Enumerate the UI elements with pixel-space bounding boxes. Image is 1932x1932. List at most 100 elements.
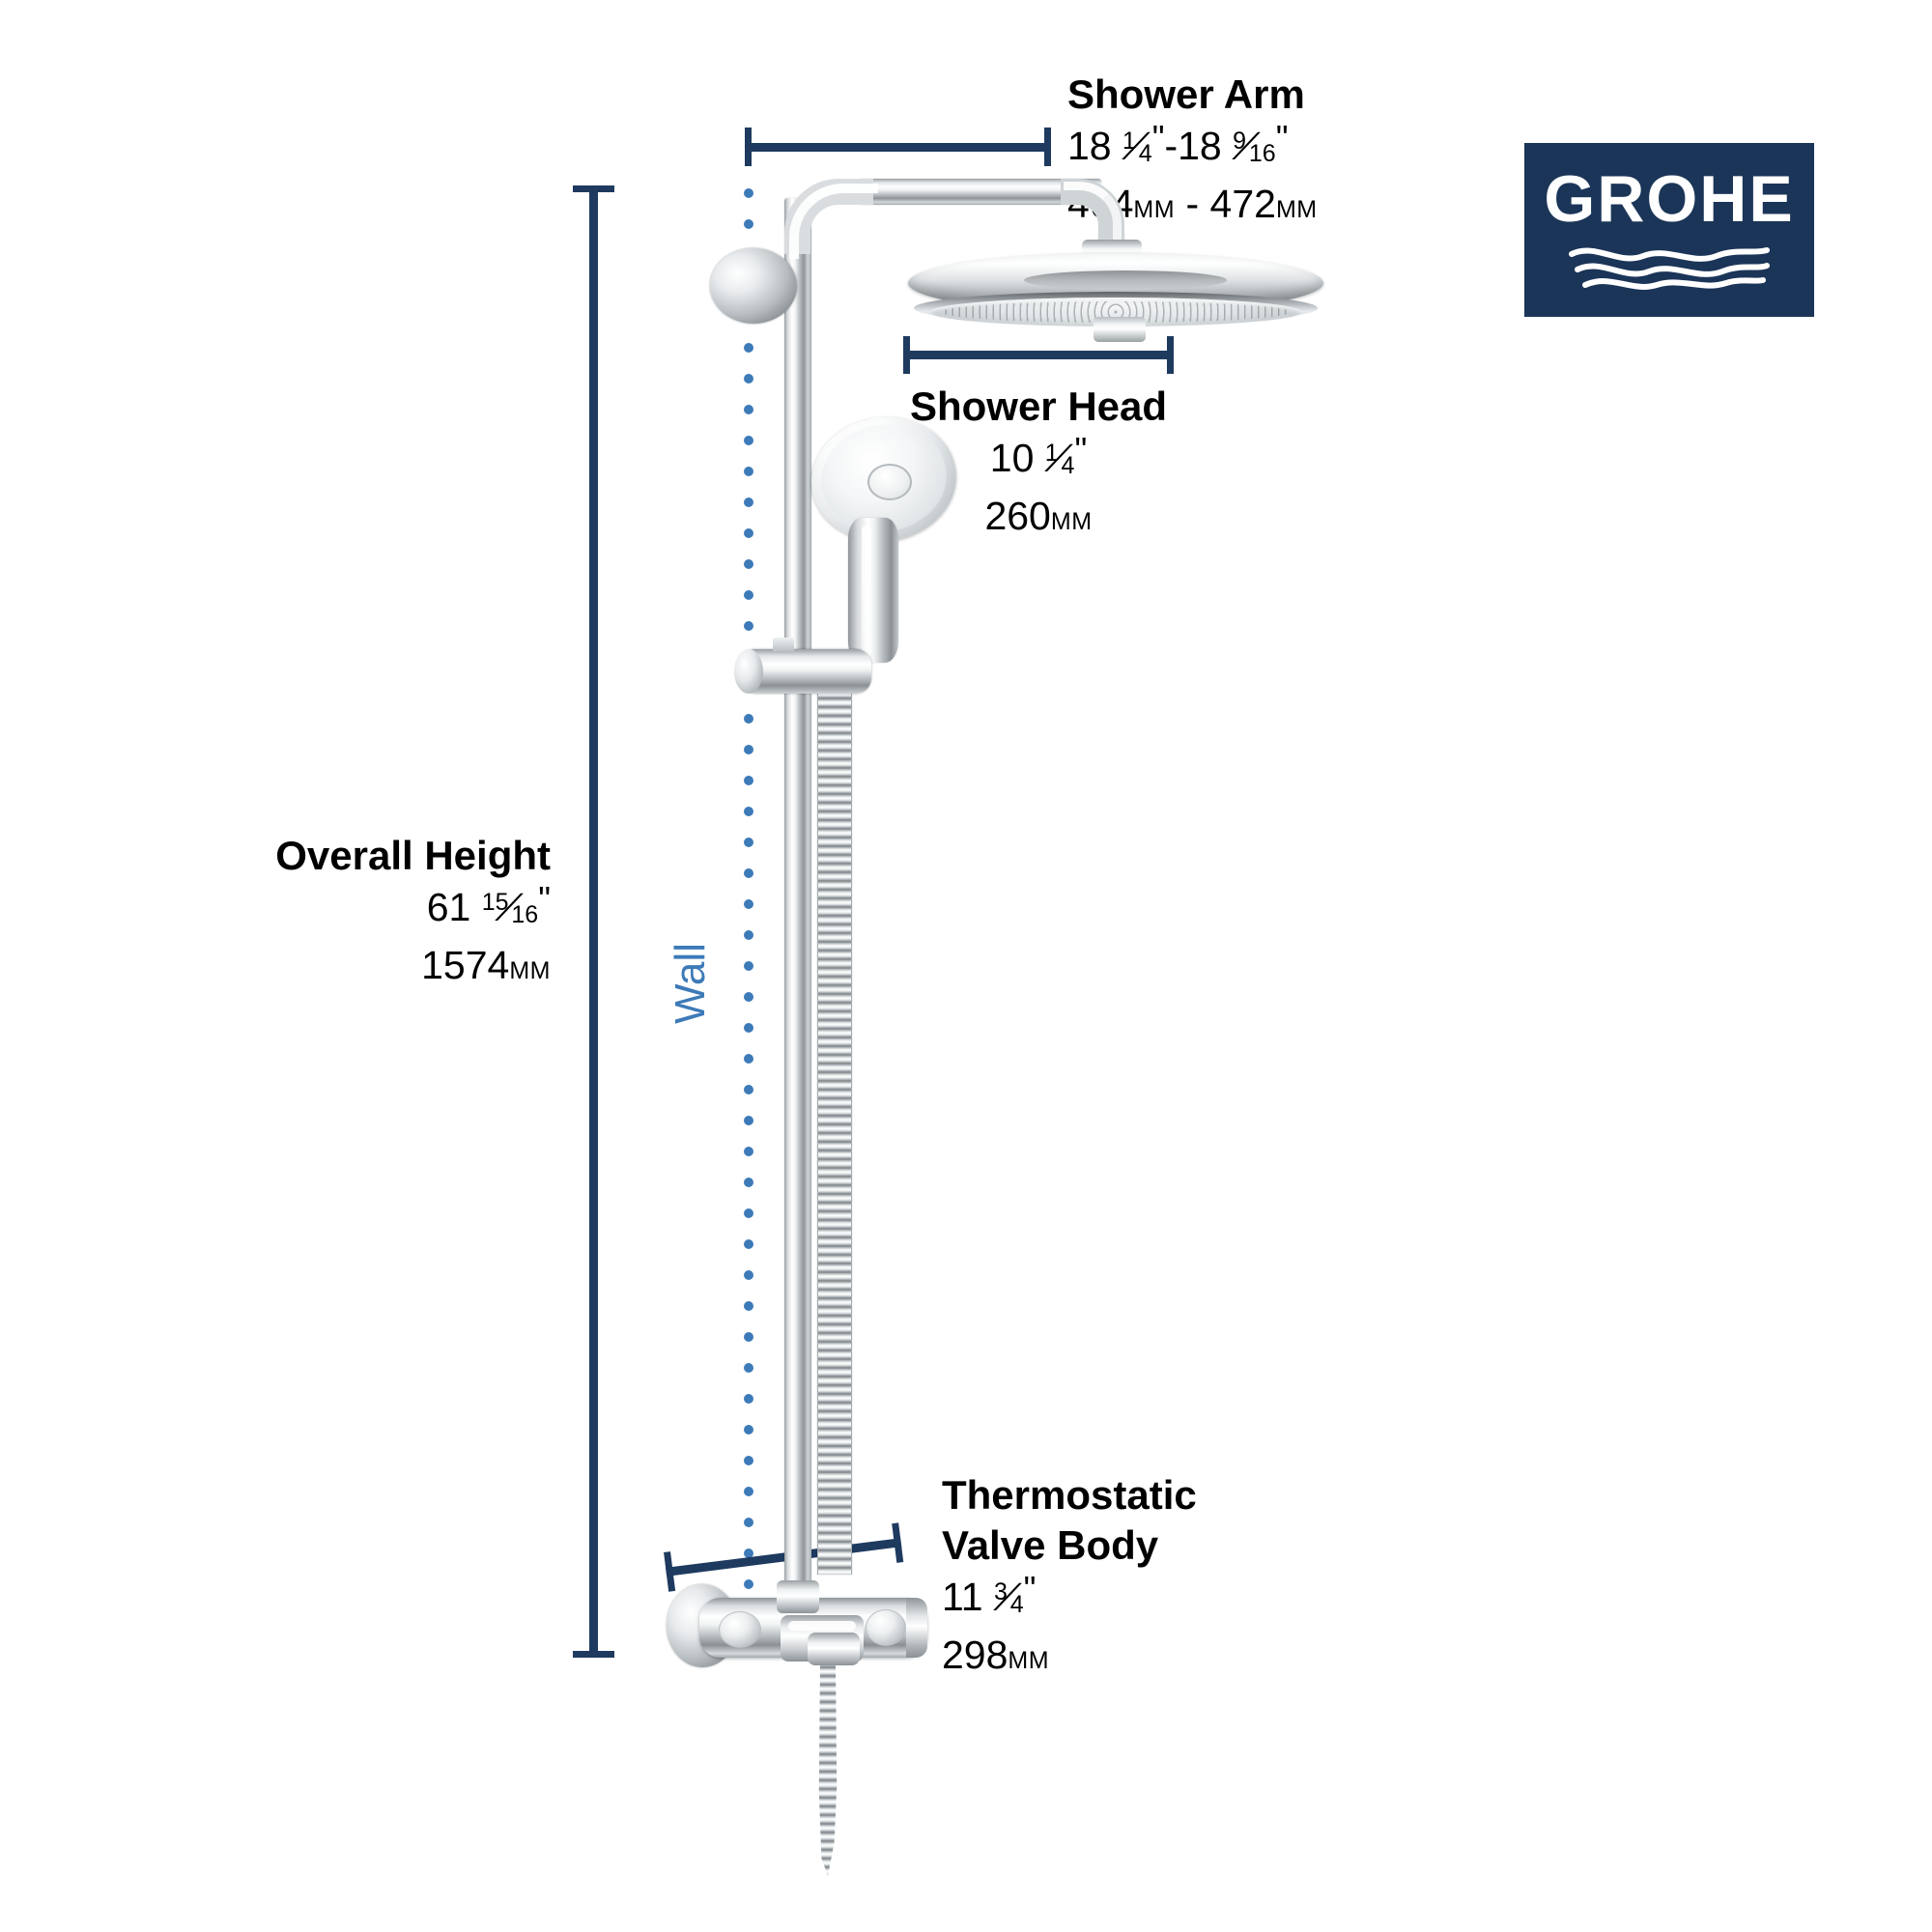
wall-flange-neck [763, 270, 810, 303]
shower-arm-inch-mark-2: " [1275, 118, 1289, 157]
wall-label: Wall [667, 943, 714, 1024]
rain-head-outlet [1094, 317, 1146, 342]
rain-head-nozzles-icon [941, 301, 1291, 323]
shower-head-title: Shower Head [909, 384, 1168, 429]
shower-arm-inch-mark-1: " [1151, 118, 1165, 157]
wall-flange-icon [710, 248, 797, 324]
hand-shower-holder-screw-icon [773, 638, 794, 653]
shower-arm-elbow-highlight [789, 184, 878, 259]
overall-height-whole: 61 [426, 885, 471, 929]
shower-arm-first-num: 1 [1122, 128, 1136, 155]
shower-arm-dimension-cap-right [1044, 128, 1051, 166]
valve-outlet-diverter [781, 1615, 864, 1662]
overall-height-inch-mark: " [538, 879, 551, 919]
valve-riser-connector [777, 1580, 819, 1613]
valve-left-wall-flange [667, 1584, 738, 1667]
shower-head-num: 1 [1044, 440, 1059, 467]
shower-head-ball-joint [1082, 240, 1142, 265]
valve-body-metric-unit: MM [1008, 1647, 1050, 1674]
valve-body-dimension-group [653, 1492, 930, 1594]
shower-arm-range-separator: - [1164, 124, 1179, 168]
overall-height-metric-unit: MM [509, 957, 551, 984]
shower-arm-metric: 464MM - 472MM [1067, 178, 1512, 236]
valve-body-den: 4 [1009, 1591, 1024, 1618]
valve-outlet-highlight [788, 1621, 856, 1631]
valve-body-imperial: 11 3⁄4" [942, 1569, 1367, 1629]
shower-arm-elbow [784, 179, 873, 254]
shower-hose-lower-curve [818, 1654, 838, 1876]
shower-head-metric: 260MM [874, 490, 1203, 548]
shower-arm-second-fraction: 9⁄16 [1233, 124, 1276, 168]
shower-head-den: 4 [1061, 452, 1075, 479]
valve-body-dimension-line [666, 1538, 902, 1577]
rain-shower-head [908, 253, 1323, 342]
rain-head-rim [914, 292, 1318, 325]
grohe-wordmark: GROHE [1544, 161, 1795, 236]
overall-height-dimension-line [589, 189, 598, 1658]
shower-arm-first-den: 4 [1138, 140, 1152, 167]
overall-height-dimension-cap-bottom [573, 1651, 614, 1658]
overall-height-num: 15 [481, 889, 509, 916]
shower-arm-first-whole: 18 [1067, 124, 1112, 168]
shower-arm-pipe [860, 179, 1101, 205]
hand-shower-handle-highlight [862, 526, 871, 657]
grohe-waves-icon [1568, 241, 1771, 296]
valve-body-metric-value: 298 [942, 1633, 1009, 1677]
shower-head-dimension-cap-right [1167, 336, 1174, 374]
overall-height-metric: 1574MM [193, 939, 551, 997]
shower-head-imperial: 10 1⁄4" [874, 430, 1203, 490]
hand-shower-holder [740, 649, 871, 694]
shower-arm-metric-unit-1: MM [1133, 196, 1176, 223]
shower-head-stem [1098, 232, 1124, 288]
thermostatic-valve-body [667, 1575, 927, 1700]
valve-body-inch-mark: " [1023, 1569, 1037, 1608]
valve-body-title-line1: Thermostatic [942, 1472, 1197, 1518]
shower-arm-imperial: 18 1⁄4"-18 9⁄16" [1067, 118, 1512, 178]
valve-temperature-knob [719, 1611, 761, 1648]
shower-hose [817, 676, 852, 1575]
shower-arm-label-block: Shower Arm 18 1⁄4"-18 9⁄16" 464MM - 472M… [1067, 70, 1512, 236]
shower-arm-dimension-cap-left [745, 128, 752, 166]
shower-arm-metric-1: 464 [1067, 182, 1134, 226]
riser-pipe [784, 198, 811, 1637]
overall-height-metric-value: 1574 [421, 943, 510, 987]
shower-head-metric-value: 260 [984, 494, 1051, 538]
shower-arm-second-whole: 18 [1178, 124, 1222, 168]
shower-arm-dimension-line [745, 143, 1051, 152]
shower-arm-second-num: 9 [1233, 128, 1247, 155]
overall-height-den: 16 [511, 901, 539, 928]
shower-head-label-block: Shower Head 10 1⁄4" 260MM [874, 382, 1203, 548]
shower-head-whole: 10 [989, 436, 1035, 480]
valve-flow-knob [866, 1609, 906, 1646]
valve-right-end-cap [906, 1598, 927, 1658]
rain-head-center-ridge [1024, 270, 1227, 290]
grohe-logo: GROHE [1524, 143, 1814, 317]
shower-head-dimension-line [903, 351, 1174, 359]
shower-arm-title: Shower Arm [1067, 71, 1305, 117]
shower-arm-metric-unit-2: MM [1275, 196, 1318, 223]
shower-head-fraction: 1⁄4 [1044, 436, 1075, 480]
shower-arm-first-fraction: 1⁄4 [1122, 124, 1152, 168]
overall-height-dimension-cap-top [573, 185, 614, 192]
shower-arm-second-den: 16 [1248, 140, 1276, 167]
valve-body-fraction: 3⁄4 [993, 1575, 1024, 1619]
overall-height-title: Overall Height [275, 833, 551, 878]
overall-height-imperial: 61 15⁄16" [193, 879, 551, 939]
shower-head-dimension-cap-left [903, 336, 910, 374]
valve-body-title-line2: Valve Body [942, 1522, 1159, 1568]
overall-height-label-block: Overall Height 61 15⁄16" 1574MM [193, 831, 551, 997]
rain-head-dome [908, 253, 1323, 313]
overall-height-fraction: 15⁄16 [481, 885, 539, 929]
shower-head-inch-mark: " [1074, 430, 1088, 469]
valve-body-dimension-cap-right [892, 1522, 904, 1563]
valve-body-bar [699, 1598, 927, 1658]
shower-head-metric-unit: MM [1050, 508, 1093, 535]
rain-head-face [929, 298, 1302, 327]
valve-body-num: 3 [993, 1578, 1008, 1605]
shower-hose-valve-connector [808, 1633, 860, 1665]
valve-body-label-block: Thermostatic Valve Body 11 3⁄4" 298MM [942, 1470, 1367, 1687]
shower-arm-metric-2: 472 [1209, 182, 1276, 226]
wall-guide-dotted-line [744, 188, 753, 1695]
valve-body-metric: 298MM [942, 1629, 1367, 1687]
